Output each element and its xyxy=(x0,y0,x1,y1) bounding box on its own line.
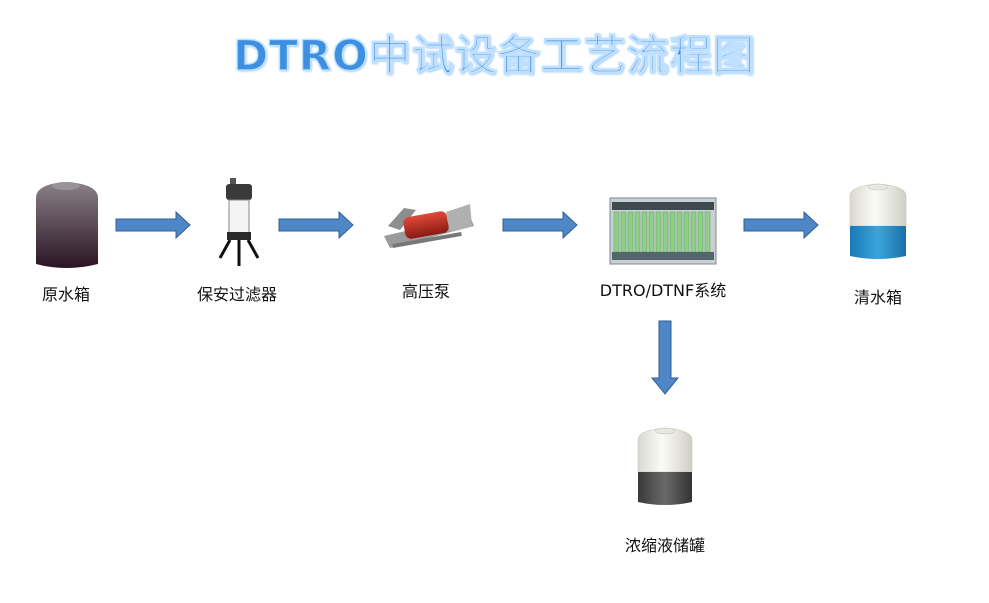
arrow-dtro-to-clean xyxy=(743,210,819,240)
arrow-dtro-to-concentrate xyxy=(650,320,680,395)
security-filter-label: 保安过滤器 xyxy=(196,285,278,304)
dtro-system-label: DTRO/DTNF系统 xyxy=(599,281,727,300)
arrow-pump-to-dtro xyxy=(502,210,578,240)
concentrate-tank-label: 浓缩液储罐 xyxy=(624,536,706,555)
raw-water-tank-label: 原水箱 xyxy=(41,285,91,304)
dtro-system-icon xyxy=(609,197,717,265)
security-filter-icon xyxy=(218,178,260,266)
arrow-raw-to-filter xyxy=(115,210,191,240)
arrow-filter-to-pump xyxy=(278,210,354,240)
concentrate-tank-icon xyxy=(637,427,693,505)
page-title: DTRO中试设备工艺流程图 xyxy=(233,30,756,80)
raw-water-tank-icon xyxy=(36,182,98,268)
clean-water-tank-icon xyxy=(849,183,907,259)
clean-water-tank-label: 清水箱 xyxy=(853,288,903,307)
high-pressure-pump-label: 高压泵 xyxy=(401,282,451,301)
high-pressure-pump-icon xyxy=(384,204,474,249)
